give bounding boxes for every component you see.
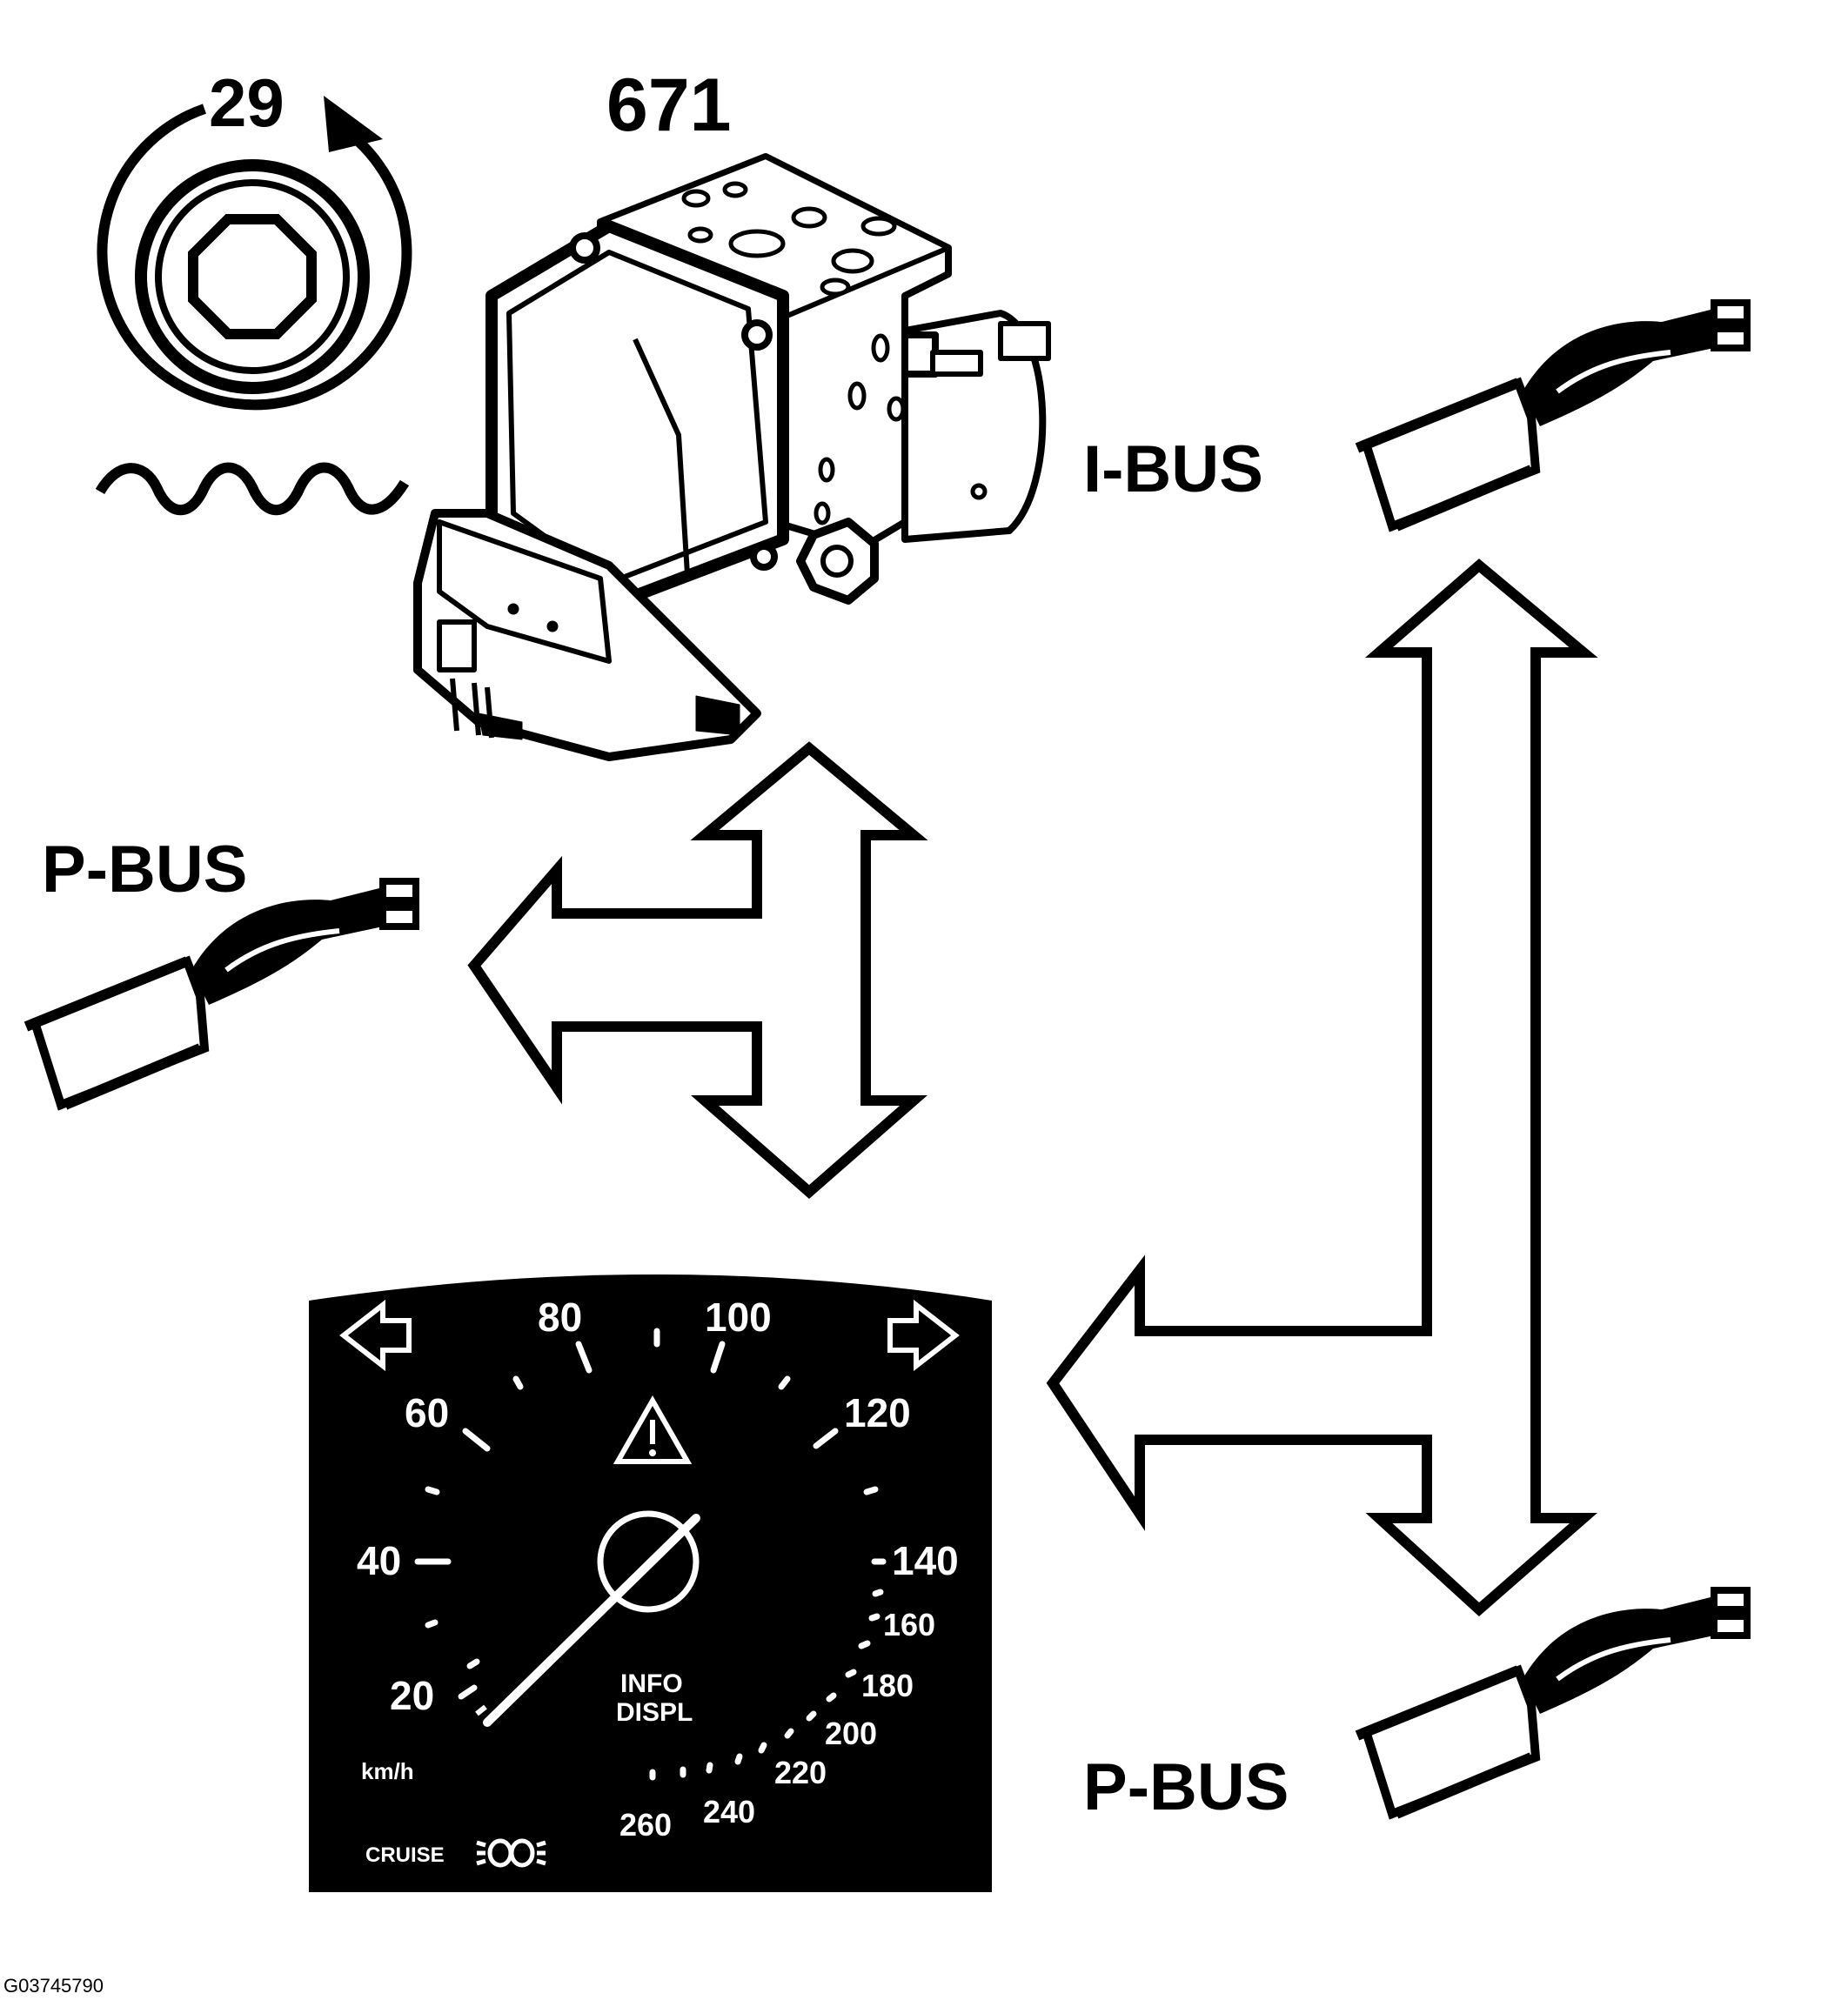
abs-module [413,153,1051,761]
speed-label: 220 [774,1755,827,1790]
warning-triangle-icon [613,1395,693,1464]
speed-label: 140 [892,1538,959,1583]
speed-label: 100 [705,1295,772,1340]
wheel-number-label: 29 [209,64,285,141]
info-label: INFO [620,1669,683,1698]
double-arrow-icon [467,741,928,1199]
p-bus-left-label: P-BUS [42,833,247,906]
double-arrow-icon [1046,559,1598,1617]
wheel-sensor-icon [97,96,412,411]
speedometer: 20 40 60 80 100 120 140 160 180 200 220 … [309,1274,992,1892]
connector-icon [1355,1587,1751,1820]
image-code: G03745790 [3,1975,104,1997]
light-icon [476,1838,546,1868]
speed-label: 200 [825,1716,877,1751]
rotation-arrow-icon [97,104,412,411]
info-label: DISPL [616,1698,693,1727]
speed-label: 20 [390,1673,434,1718]
unit-label: km/h [361,1758,414,1784]
speed-label: 40 [357,1538,401,1583]
speed-label: 120 [844,1390,911,1435]
sine-wave-icon [95,462,410,516]
speed-label: 80 [538,1295,582,1340]
speed-needle [483,1514,700,1727]
speed-label: 160 [883,1607,935,1642]
speed-label: 60 [405,1390,449,1435]
turn-signal-right-icon [887,1299,960,1372]
speed-label: 260 [619,1807,672,1843]
i-bus-label: I-BUS [1083,432,1263,506]
speed-label: 240 [703,1794,755,1830]
module-number-label: 671 [606,64,732,147]
connector-icon [23,878,419,1111]
p-bus-right-label: P-BUS [1083,1750,1289,1824]
cruise-label: CRUISE [365,1843,445,1867]
turn-signal-left-icon [339,1299,412,1372]
speed-label: 180 [861,1668,914,1703]
connector-icon [1355,299,1751,532]
